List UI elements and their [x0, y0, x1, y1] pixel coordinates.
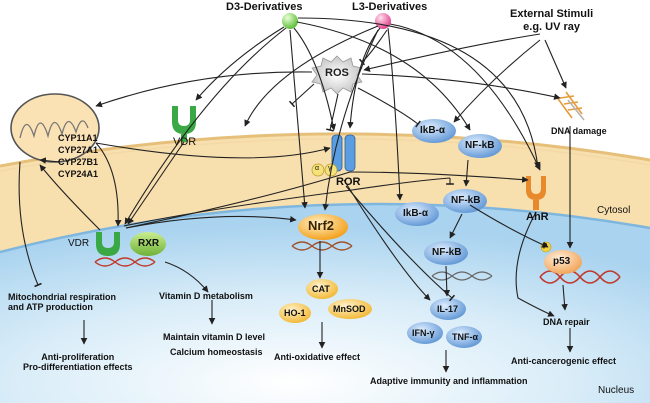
- d3-derivatives-label: D3-Derivatives: [226, 1, 303, 13]
- rxr-icon: [130, 232, 166, 256]
- nucleus-region: [0, 203, 650, 403]
- ikb-mid-icon: [395, 202, 439, 226]
- nfkb-top-icon: [458, 134, 502, 158]
- tnf-label: TNF-α: [452, 332, 479, 342]
- nfkb-mid-label: NF-kB: [451, 195, 481, 206]
- nfkb-mid-icon: [443, 189, 487, 213]
- il17-icon: [430, 298, 466, 320]
- dna-helix-vdr-icon: [94, 257, 156, 267]
- anticancer-label: Anti-cancerogenic effect: [511, 356, 617, 366]
- dna-damage-icon: [555, 91, 585, 121]
- l3-derivatives-label: L3-Derivatives: [352, 1, 428, 13]
- ho1-label: HO-1: [284, 308, 306, 318]
- ikb-top-icon: [412, 119, 456, 143]
- external-stimuli-line1: External Stimuli: [510, 8, 594, 20]
- pathway-connectors: [18, 17, 574, 373]
- nucleus-label: Nucleus: [598, 385, 635, 396]
- calcium-homeostasis-label: Calcium homeostasis: [170, 347, 263, 357]
- il17-label: IL-17: [437, 304, 459, 314]
- cat-icon: [306, 279, 338, 299]
- dna-damage-label: DNA damage: [551, 126, 607, 136]
- ror-channel-icon: [331, 134, 356, 172]
- external-stimuli-label: External Stimuli e.g. UV ray: [510, 8, 593, 33]
- p53-icon: [544, 250, 582, 274]
- nfkb-low-icon: [424, 241, 468, 265]
- ror-alpha-label: α: [315, 165, 320, 172]
- ror-gamma-label: γ: [328, 165, 332, 172]
- nfkb-low-label: NF-kB: [432, 247, 462, 258]
- p53-label: p53: [553, 256, 571, 267]
- vdr-membrane-icon: [172, 106, 196, 134]
- vdr-nuclear-label: VDR: [68, 238, 90, 249]
- maintain-vitd-label: Maintain vitamin D level: [163, 332, 266, 342]
- mnsod-label: MnSOD: [333, 304, 366, 314]
- dna-helix-nfkb-icon: [431, 271, 493, 281]
- antiprolif-line1: Anti-proliferation: [41, 352, 115, 362]
- tnf-icon: [446, 326, 482, 348]
- vdr-nuclear-icon: [96, 232, 120, 256]
- mito-respiration-line2: and ATP production: [8, 302, 93, 313]
- ho1-icon: [279, 303, 311, 323]
- d3-ligand-icon: [282, 13, 298, 29]
- ror-alpha-icon: [311, 163, 325, 177]
- enzyme-cyp24a1: CYP24A1: [58, 169, 99, 179]
- p53-phospho-label: p: [543, 242, 548, 249]
- external-stimuli-line2: e.g. UV ray: [523, 20, 580, 33]
- dna-repair-label: DNA repair: [543, 317, 590, 327]
- cell-membrane: [0, 132, 650, 168]
- enzyme-cyp27a1: CYP27A1: [58, 145, 99, 155]
- nrf2-icon: [298, 214, 348, 240]
- ikb-mid-label: IkB-α: [403, 208, 429, 219]
- dna-helix-nrf2-icon: [291, 241, 353, 251]
- cytosol-label: Cytosol: [597, 205, 631, 216]
- ifn-label: IFN-γ: [412, 328, 435, 338]
- ahr-label: AhR: [526, 211, 549, 223]
- mitochondrion-icon: [10, 93, 100, 163]
- nfkb-top-label: NF-kB: [465, 140, 495, 151]
- antiprolif-line2: Pro-differentiation effects: [23, 362, 133, 373]
- antiprolif-label: Anti-proliferation Pro-differentiation e…: [23, 352, 133, 373]
- vitd-metabolism-label: Vitamin D metabolism: [159, 291, 253, 301]
- mito-respiration-label: Mitochondrial respiration and ATP produc…: [8, 292, 116, 313]
- ikb-top-label: IkB-α: [420, 125, 446, 136]
- ahr-icon: [526, 176, 546, 200]
- enzyme-cyp27b1: CYP27B1: [58, 157, 99, 167]
- mito-respiration-line1: Mitochondrial respiration: [8, 292, 117, 302]
- ros-label: ROS: [325, 67, 349, 79]
- rxr-label: RXR: [138, 238, 160, 249]
- ros-burst-icon: [311, 55, 363, 95]
- adaptive-immunity-label: Adaptive immunity and inflammation: [370, 376, 528, 386]
- ror-label: ROR: [336, 176, 361, 188]
- cat-label: CAT: [312, 284, 330, 294]
- mnsod-icon: [328, 299, 372, 319]
- antioxidative-label: Anti-oxidative effect: [274, 352, 361, 362]
- nrf2-label: Nrf2: [308, 218, 335, 233]
- vdr-membrane-label: VDR: [173, 136, 197, 148]
- enzyme-cyp11a1: CYP11A1: [58, 133, 98, 143]
- ifn-icon: [407, 322, 443, 344]
